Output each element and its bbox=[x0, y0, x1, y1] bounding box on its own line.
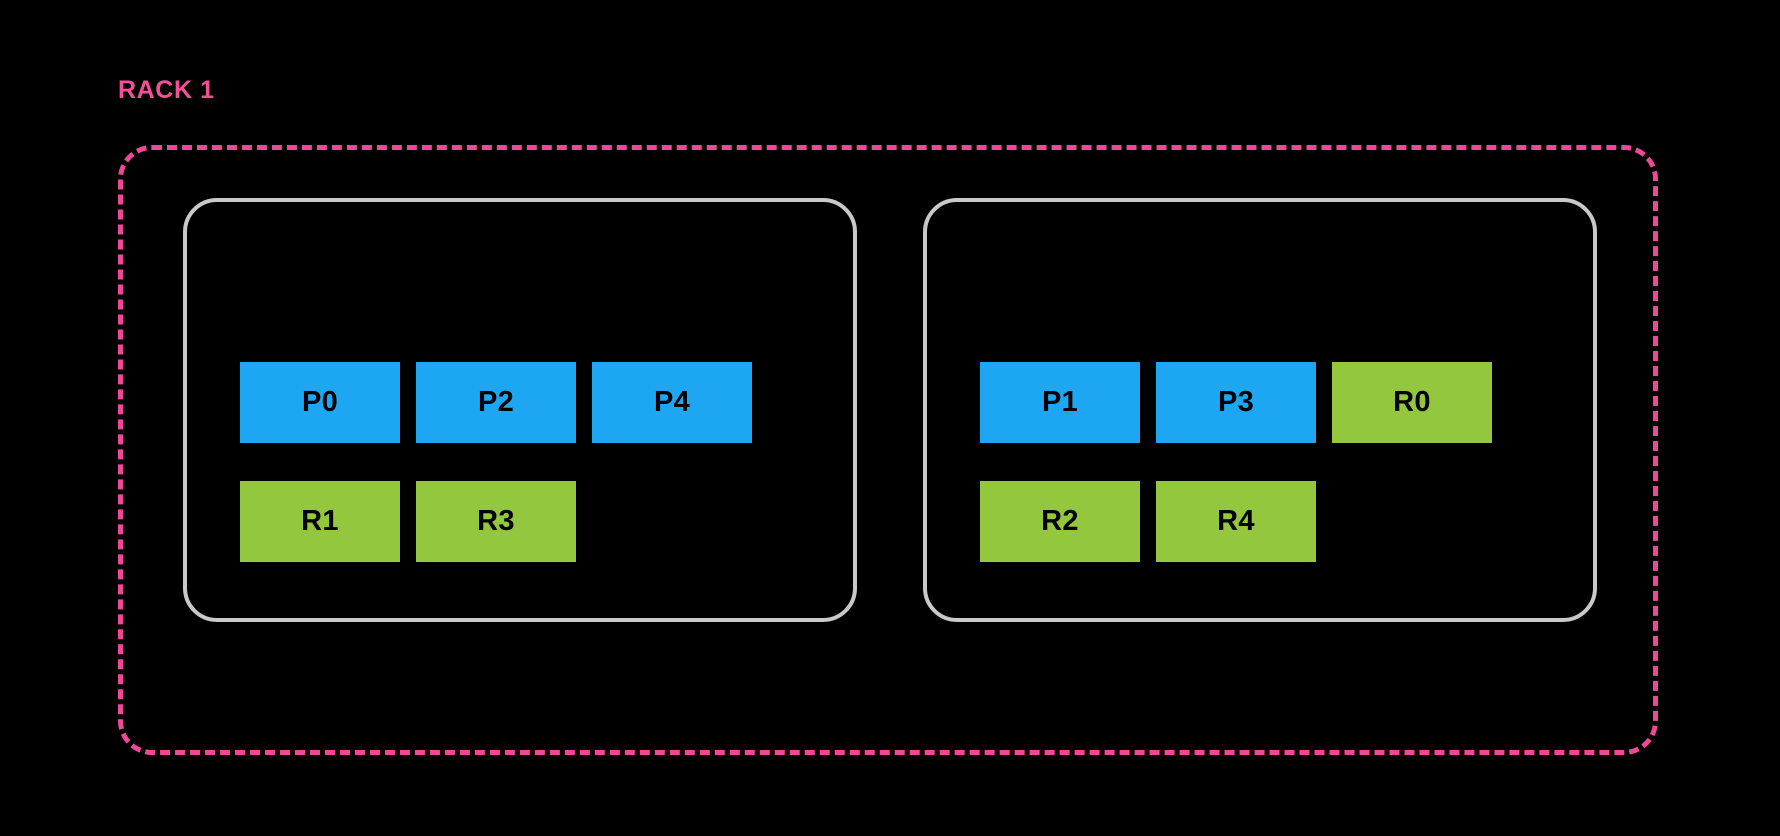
block-r3: R3 bbox=[416, 481, 576, 562]
block-p2: P2 bbox=[416, 362, 576, 443]
block-p0: P0 bbox=[240, 362, 400, 443]
block-r0: R0 bbox=[1332, 362, 1492, 443]
node-box-right bbox=[923, 198, 1597, 622]
block-r4: R4 bbox=[1156, 481, 1316, 562]
block-p3: P3 bbox=[1156, 362, 1316, 443]
rack-title: RACK 1 bbox=[118, 76, 215, 104]
block-p4: P4 bbox=[592, 362, 752, 443]
block-r1: R1 bbox=[240, 481, 400, 562]
node-box-left bbox=[183, 198, 857, 622]
block-p1: P1 bbox=[980, 362, 1140, 443]
block-r2: R2 bbox=[980, 481, 1140, 562]
rack-boundary bbox=[118, 145, 1658, 755]
